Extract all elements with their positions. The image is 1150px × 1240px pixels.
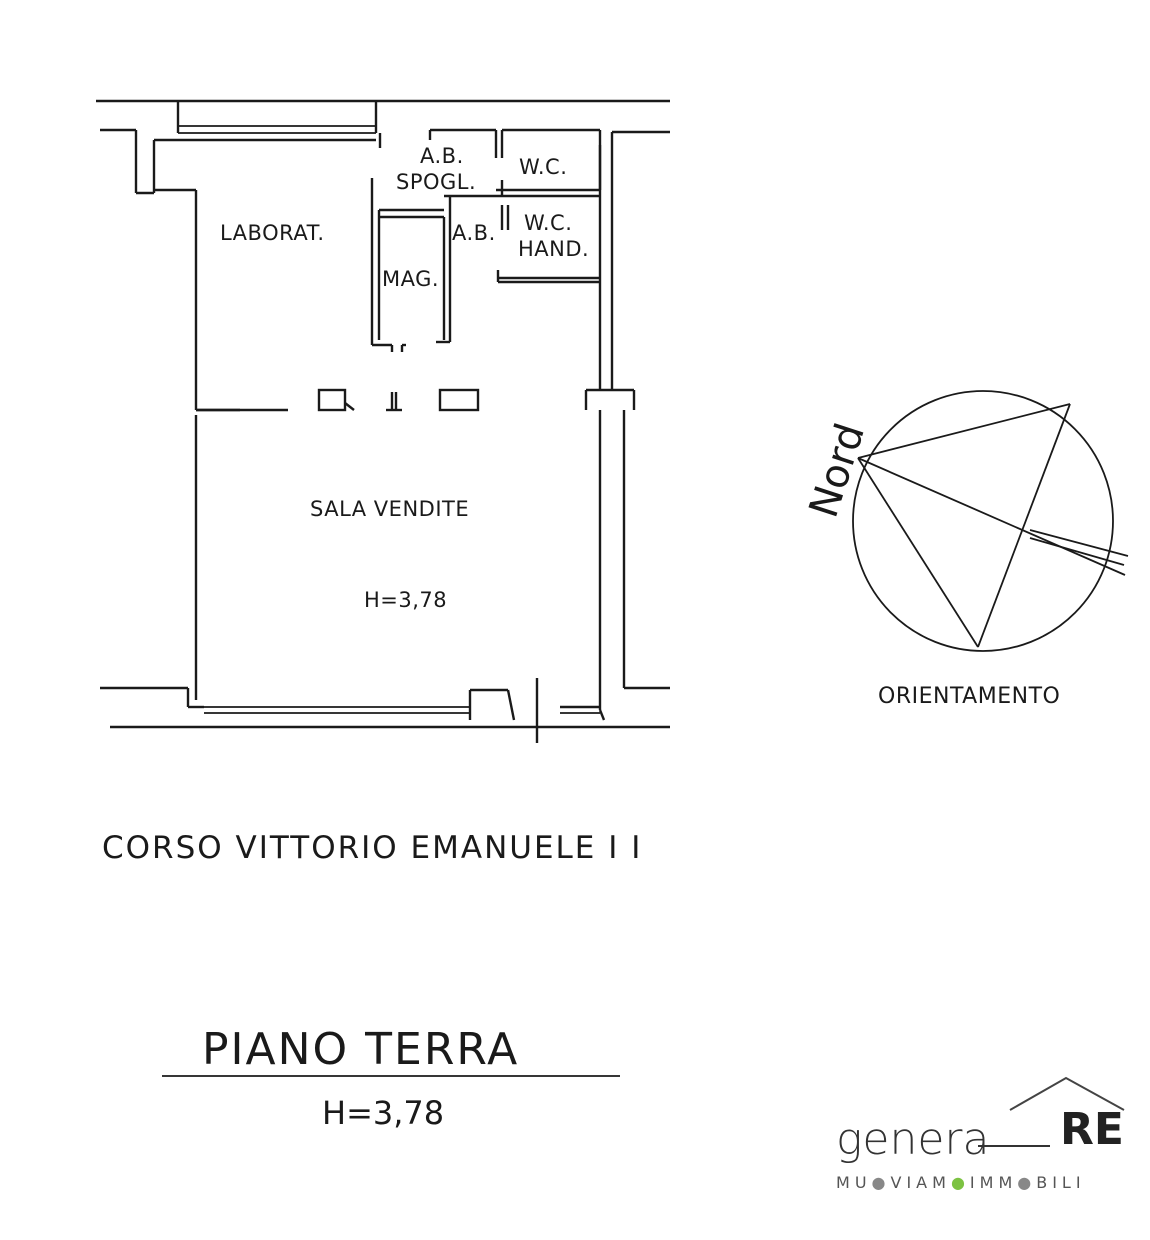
floor-title: PIANO TERRA [202, 1024, 519, 1075]
room-label-laborat: LABORAT. [220, 221, 325, 245]
logo-tagline: MU●VIAM●IMM●BILI [836, 1173, 1086, 1192]
room-label-ab-spogl-1: A.B. [420, 144, 464, 168]
plan-walls [96, 99, 670, 743]
room-height-label: H=3,78 [364, 588, 447, 612]
floor-height: H=3,78 [322, 1094, 444, 1132]
genera-re-logo: genera RE MU●VIAM●IMM●BILI [836, 1076, 1125, 1192]
room-label-mag: MAG. [382, 267, 439, 291]
room-label-wc-hand-2: HAND. [518, 237, 589, 261]
street-name: CORSO VITTORIO EMANUELE I I [102, 830, 642, 866]
room-label-ab: A.B. [452, 221, 496, 245]
logo-re: RE [1060, 1104, 1124, 1155]
compass-caption: ORIENTAMENTO [878, 684, 1060, 709]
room-label-ab-spogl-2: SPOGL. [396, 170, 476, 194]
room-label-wc-hand-1: W.C. [524, 211, 572, 235]
compass [852, 390, 1129, 652]
room-label-wc: W.C. [519, 155, 567, 179]
logo-word: genera [836, 1114, 989, 1165]
room-label-sala-vendite: SALA VENDITE [310, 497, 469, 521]
